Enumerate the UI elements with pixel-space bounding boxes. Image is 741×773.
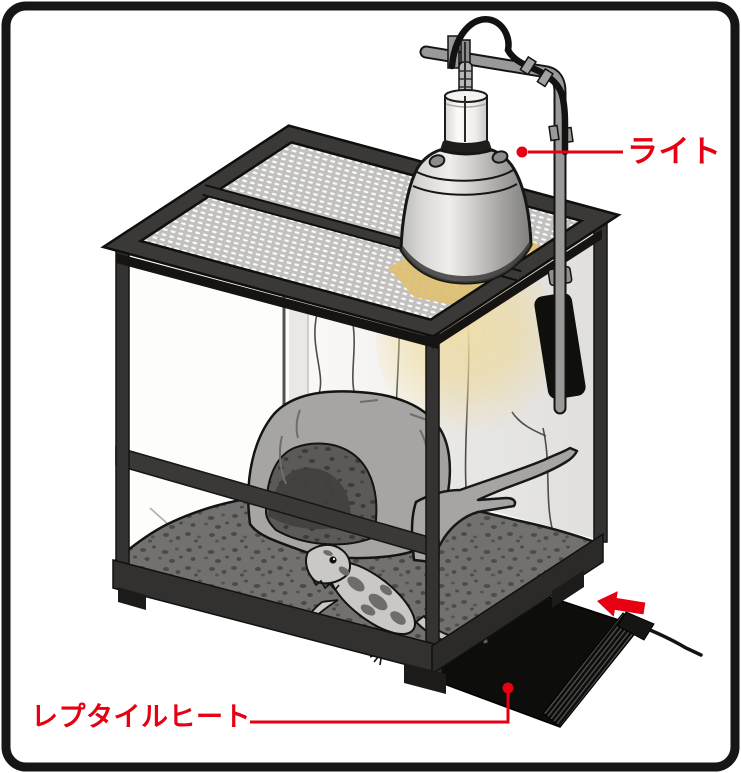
dome-vent-hole	[428, 154, 446, 168]
dome-lamp	[399, 89, 533, 285]
lamp-cable	[448, 16, 569, 156]
heat-mat-cable	[648, 628, 703, 657]
eye-glint	[332, 557, 336, 561]
heat-callout-line	[250, 682, 514, 724]
lizard-eye	[329, 556, 337, 564]
dome-rim	[401, 242, 531, 283]
callout-dot	[516, 146, 528, 158]
bottom-frame-right	[431, 532, 604, 676]
lamp-neck-ring	[440, 141, 492, 154]
light-label: ライト	[627, 134, 722, 169]
reptile-heat-label: レプタイルヒート	[31, 702, 251, 732]
cable-clip	[536, 67, 554, 88]
lizard-markings	[323, 550, 406, 625]
cable-clip	[519, 55, 537, 76]
foot-right	[552, 570, 584, 608]
annotations	[250, 146, 646, 724]
dome-vent-hole	[491, 150, 509, 164]
light-callout-line	[516, 146, 623, 158]
foot-front	[404, 663, 446, 694]
right-post	[593, 217, 608, 543]
lizard-beard-spikes	[311, 577, 340, 592]
terrarium-frame	[112, 217, 608, 694]
lamp-stand	[419, 16, 586, 415]
insert-arrow-icon	[597, 591, 646, 617]
heat-mat-connector	[617, 611, 655, 641]
foot-left	[118, 587, 146, 610]
callout-dot	[502, 682, 514, 694]
cable-tie	[548, 124, 560, 142]
left-post	[115, 243, 130, 567]
front-post	[425, 327, 440, 653]
